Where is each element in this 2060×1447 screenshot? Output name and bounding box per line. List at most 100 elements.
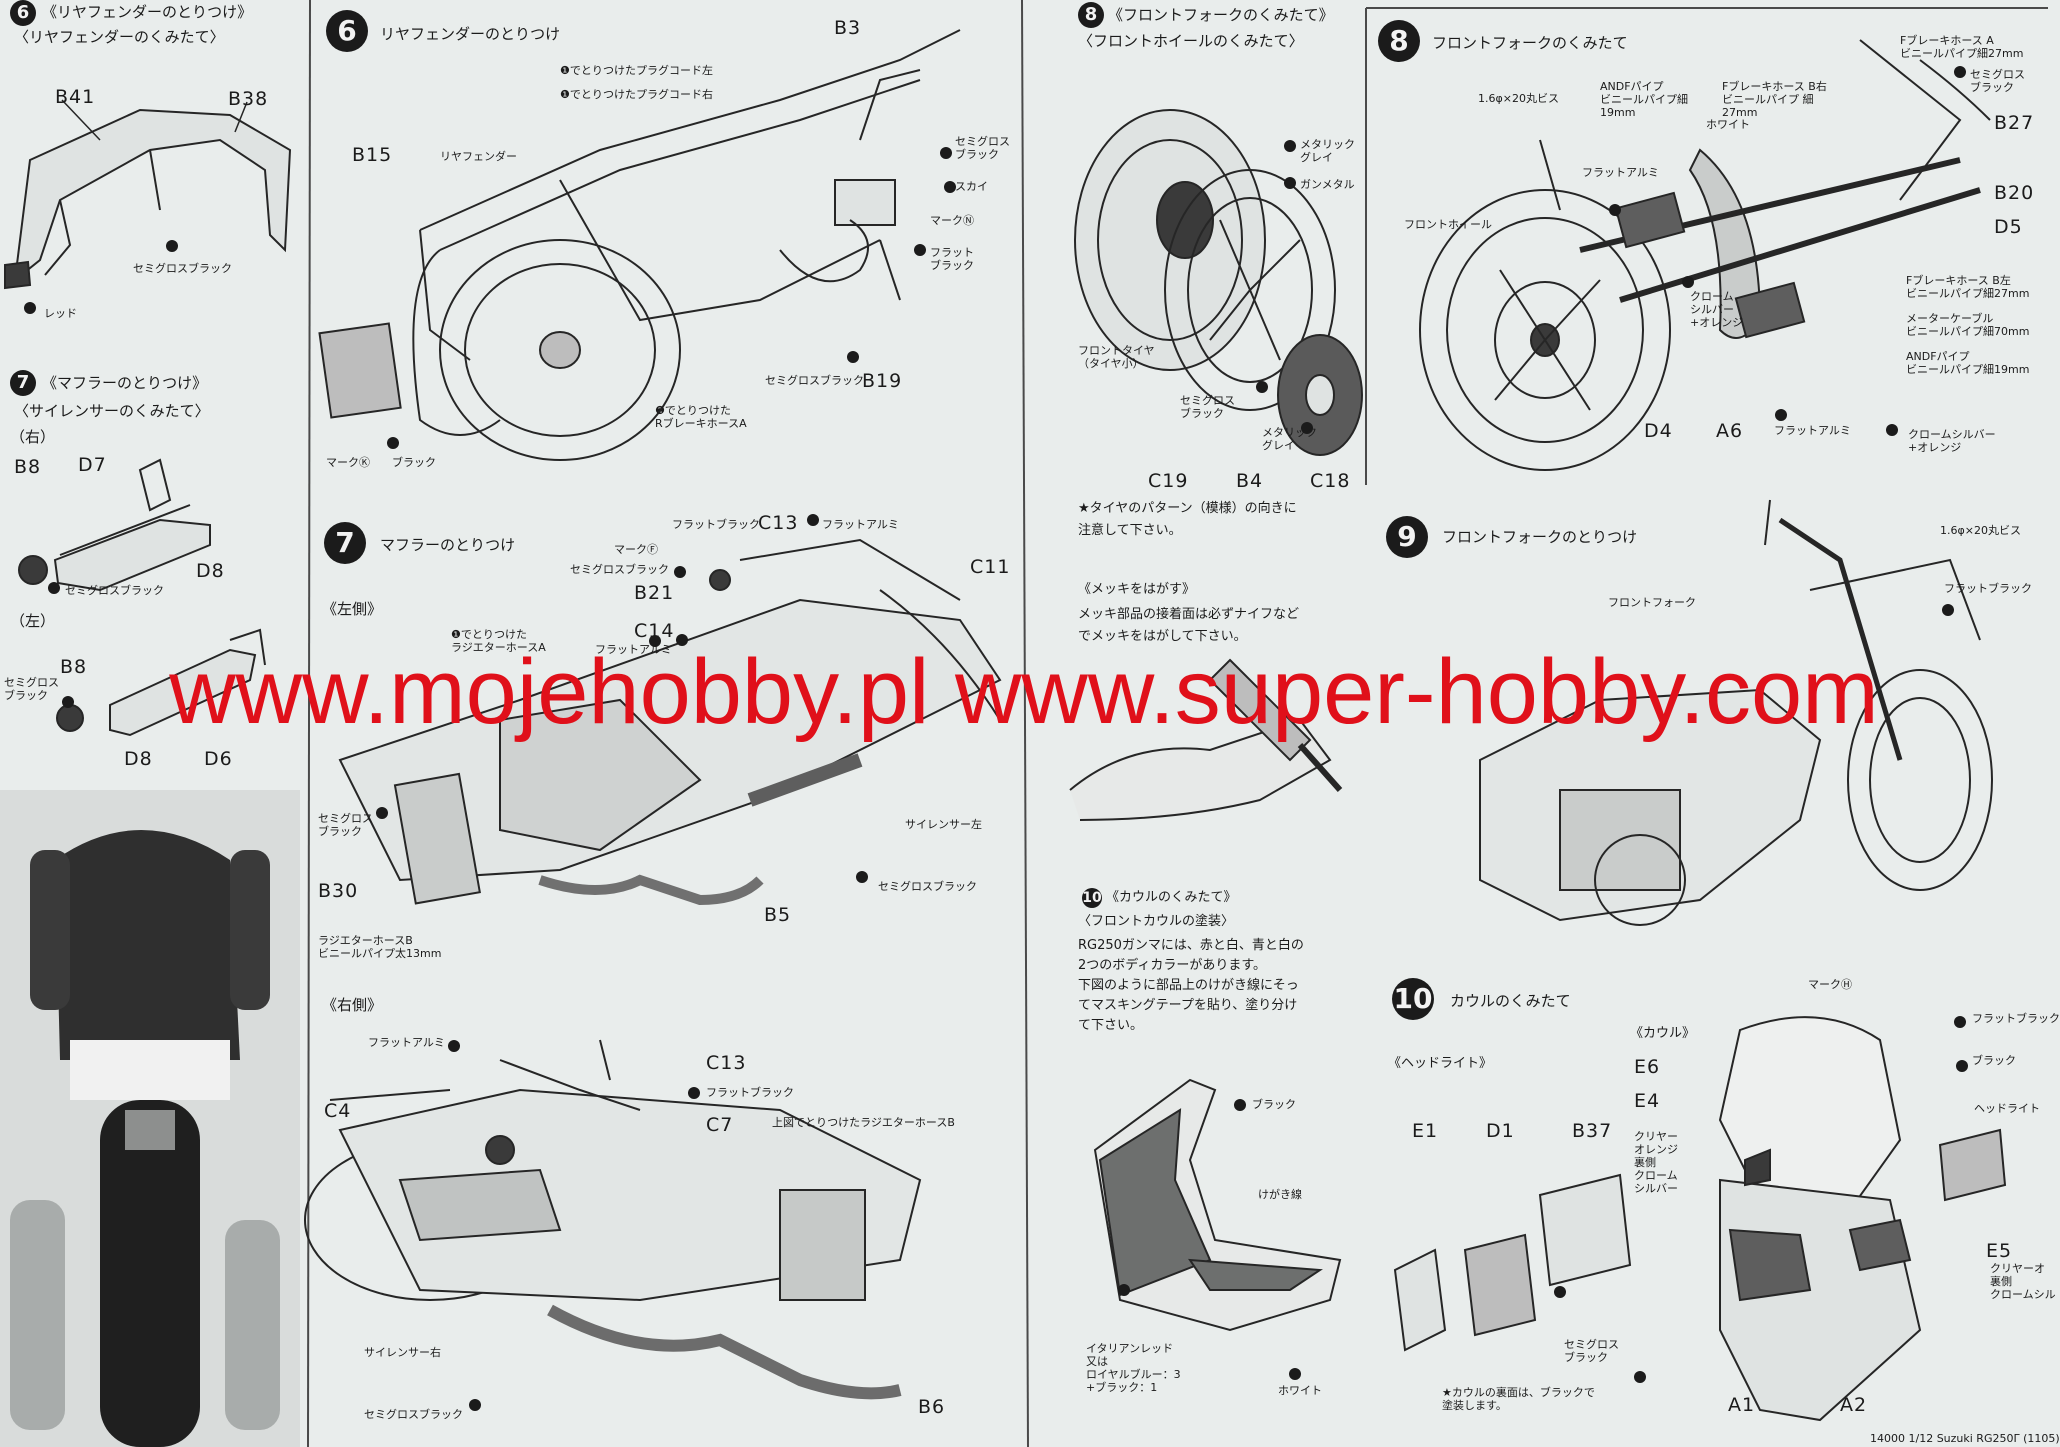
part-name-label: サイレンサー左 <box>905 818 982 831</box>
rear-fender-part-drawing <box>4 99 292 290</box>
step-10-main-title: カウルのくみたて <box>1450 992 1571 1010</box>
paint-pointer-dots <box>24 66 1968 1411</box>
step-6-subtitle: 〈リヤフェンダーのくみたて〉 <box>14 28 225 46</box>
headlight-exploded-drawing <box>1393 1173 1632 1352</box>
model-rear-photo <box>0 790 300 1447</box>
part-label: D6 <box>204 748 233 770</box>
step-10-badge: 10 <box>1082 888 1102 908</box>
muffler-right-drawing <box>304 1039 922 1400</box>
part-label: E6 <box>1634 1056 1661 1078</box>
part-label: B37 <box>1572 1120 1613 1142</box>
paint-label: フラットブラック <box>1972 1012 2060 1025</box>
part-name-label: フロントタイヤ （タイヤ小） <box>1078 344 1155 370</box>
part-name-label: フロントフォーク <box>1608 596 1696 609</box>
paint-label: ブラック <box>1972 1054 2016 1067</box>
paint-label: セミグロス ブラック <box>4 676 59 702</box>
cowl-back-note: ★カウルの裏面は、ブラックで 塗装します。 <box>1442 1386 1595 1412</box>
callout-note: ❶でとりつけた ラジエターホースA <box>451 628 546 654</box>
part-label: C7 <box>706 1114 734 1136</box>
front-wheel-exploded-drawing <box>1074 109 1363 456</box>
part-label: C14 <box>634 620 675 642</box>
step-6-main-badge: 6 <box>326 10 368 52</box>
paint-label: セミグロスブラック <box>570 563 669 576</box>
hose-label: Fブレーキホース B右 ビニールパイプ 細 27mm <box>1722 80 1827 119</box>
line-label: けがき線 <box>1258 1188 1302 1201</box>
paint-label: フラットブラック <box>672 518 760 531</box>
part-label: B8 <box>60 656 88 678</box>
step-8-title: 《フロントフォークのくみたて》 <box>1108 6 1334 24</box>
part-label: B41 <box>55 86 96 108</box>
part-label: D5 <box>1994 216 2023 238</box>
step-7-title: 《マフラーのとりつけ》 <box>42 374 208 392</box>
part-label: E1 <box>1412 1120 1439 1142</box>
part-name-label: フロントホイール <box>1404 218 1492 231</box>
part-label: B15 <box>352 144 393 166</box>
cowl-painting-instructions: RG250ガンマには、赤と白、青と白の 2つのボディカラーがあります。 下図のよ… <box>1078 938 1304 1033</box>
cable-label: メーターケーブル ビニールパイプ細70mm <box>1906 312 2030 338</box>
callout-note: ❷でとりつけた RブレーキホースA <box>655 404 747 430</box>
paint-label: メタリック グレイ <box>1262 426 1317 452</box>
step-7-subtitle: 〈サイレンサーのくみたて〉 <box>14 402 210 420</box>
front-fork-exploded-drawing <box>1419 39 1991 471</box>
part-label: D8 <box>124 748 153 770</box>
step-8-main-badge: 8 <box>1378 20 1420 62</box>
paint-label: セミグロス ブラック <box>955 135 1010 161</box>
screw-label: 1.6φ×20丸ビス <box>1940 524 2021 537</box>
paint-label: フラットブラック <box>706 1086 794 1099</box>
headlight-heading: 《ヘッドライト》 <box>1388 1056 1493 1071</box>
step-8-main-title: フロントフォークのくみたて <box>1432 34 1628 52</box>
part-label: C13 <box>706 1052 747 1074</box>
step-10-main-badge: 10 <box>1392 978 1434 1020</box>
part-label: A1 <box>1728 1394 1756 1416</box>
step-6-title: 《リヤフェンダーのとりつけ》 <box>42 3 253 21</box>
part-label: C18 <box>1310 470 1351 492</box>
muffler-left-drawing <box>338 538 1002 906</box>
step-7-main-title: マフラーのとりつけ <box>380 536 516 554</box>
part-label: D1 <box>1486 1120 1515 1142</box>
part-label: B5 <box>764 904 792 926</box>
right-side-heading: 《右側》 <box>322 996 383 1014</box>
cowl-heading: 《カウル》 <box>1630 1026 1696 1041</box>
part-label: A2 <box>1840 1394 1868 1416</box>
part-label: B4 <box>1236 470 1264 492</box>
plating-instructions: メッキ部品の接着面は必ずナイフなど でメッキをはがして下さい。 <box>1078 607 1300 644</box>
mark-label: マークⒽ <box>1808 978 1852 991</box>
pipe-label: ANDFパイプ ビニールパイプ細19mm <box>1906 350 2030 376</box>
part-label: C11 <box>970 556 1011 578</box>
step-9-title: フロントフォークのとりつけ <box>1442 528 1638 546</box>
part-label: B21 <box>634 582 675 604</box>
mark-label: マークⓃ <box>930 214 974 227</box>
part-label: A6 <box>1716 420 1744 442</box>
paint-label: ブラック <box>392 456 436 469</box>
paint-label: セミグロスブラック <box>878 880 977 893</box>
paint-label: セミグロス ブラック <box>1180 394 1235 420</box>
paint-label: ガンメタル <box>1300 178 1355 191</box>
knife-hand-drawing <box>1069 658 1343 821</box>
part-name-label: ヘッドライト <box>1974 1102 2040 1115</box>
part-label: B27 <box>1994 112 2035 134</box>
part-label: E5 <box>1986 1240 2013 1262</box>
hose-label: Fブレーキホース B左 ビニールパイプ細27mm <box>1906 274 2030 300</box>
step-7-badge: 7 <box>10 370 36 396</box>
paint-label: クロームシルバー +オレンジ <box>1908 428 1996 454</box>
part-name-label: サイレンサー右 <box>364 1346 441 1359</box>
part-label: B6 <box>918 1396 946 1418</box>
paint-label: セミグロス ブラック <box>318 812 373 838</box>
paint-label: クローム シルバー +オレンジ <box>1690 290 1744 329</box>
step-9-badge: 9 <box>1386 516 1428 558</box>
pipe-label: ANDFパイプ ビニールパイプ細 19mm <box>1600 80 1688 119</box>
step-10-subtitle: 〈フロントカウルの塗装〉 <box>1078 914 1235 929</box>
paint-mix-label: イタリアンレッド 又は ロイヤルブルー：3 +ブラック：1 <box>1086 1342 1181 1394</box>
part-label: C13 <box>758 512 799 534</box>
hose-label: Fブレーキホース A ビニールパイプ細27mm <box>1900 34 2024 60</box>
tire-pattern-note: ★タイヤのパターン（模様）の向きに 注意して下さい。 <box>1078 501 1297 538</box>
part-label: B30 <box>318 880 359 902</box>
paint-label: クリヤーオ 裏側 クロームシル <box>1990 1262 2056 1301</box>
part-label: D8 <box>196 560 225 582</box>
paint-label: クリヤー オレンジ 裏側 クローム シルバー <box>1634 1130 1678 1195</box>
paint-label: セミグロス ブラック <box>1970 68 2025 94</box>
paint-label: ホワイト <box>1706 118 1750 131</box>
paint-label: レッド <box>44 307 77 320</box>
step-6-main-title: リヤフェンダーのとりつけ <box>380 25 561 43</box>
